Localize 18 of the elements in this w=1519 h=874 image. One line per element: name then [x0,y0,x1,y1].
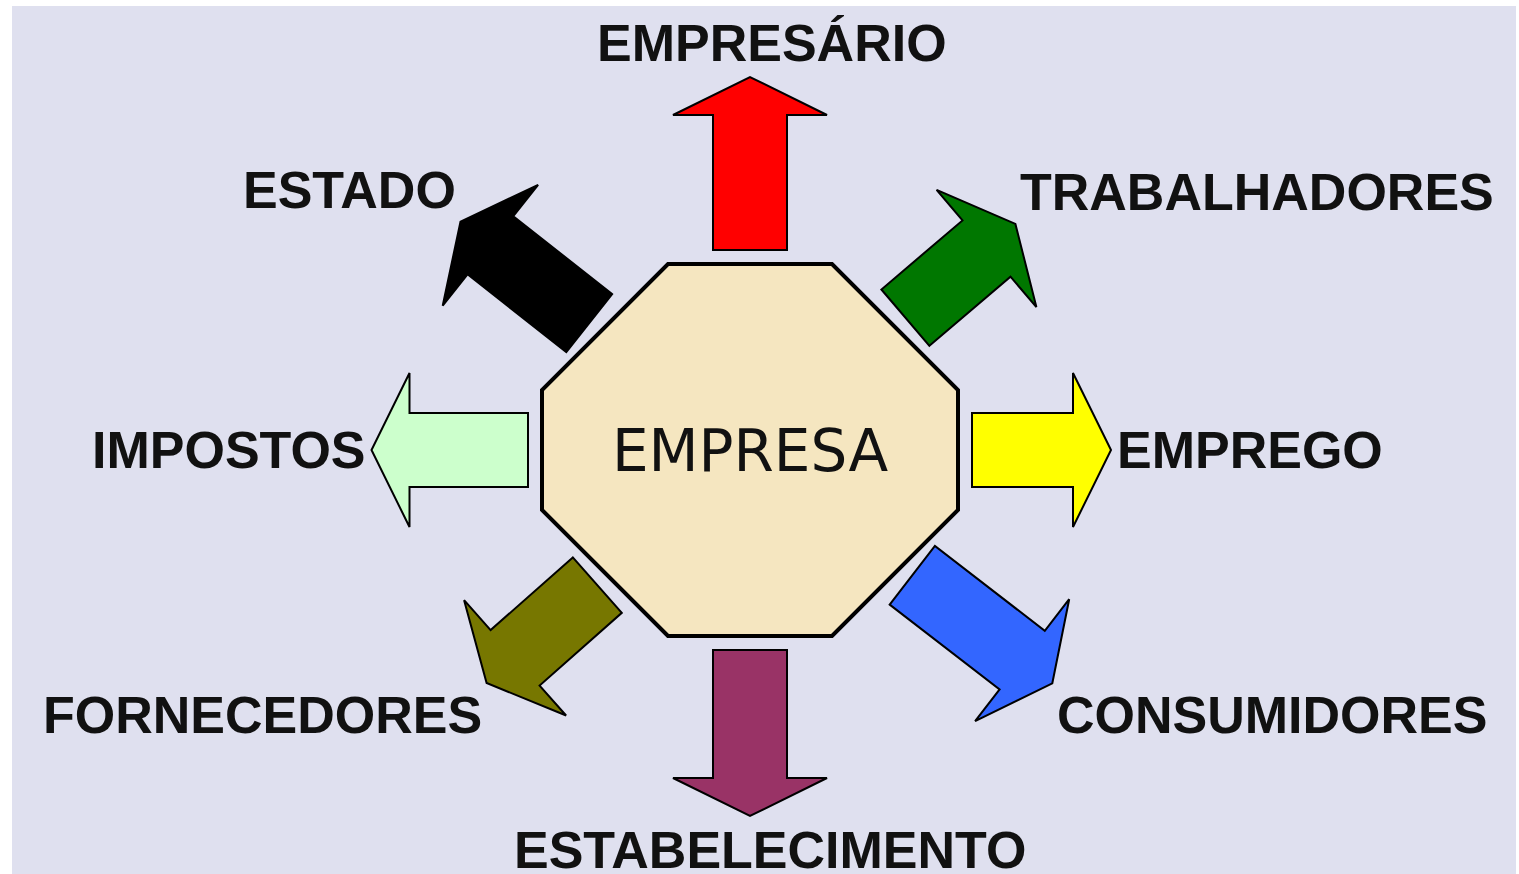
block-arrow [672,649,828,818]
node-label: TRABALHADORES [1020,164,1494,220]
block-arrow [672,75,828,251]
node-label: FORNECEDORES [43,687,483,743]
block-arrow [441,183,614,354]
block-arrow [370,372,529,528]
node-label: ESTADO [243,162,456,218]
octagon-node [540,262,960,638]
node-label: ESTABELECIMENTO [514,822,1027,874]
block-arrow [888,544,1071,723]
node-label: EMPRESA [610,420,890,482]
block-arrow [463,556,624,717]
block-arrow [880,188,1038,348]
node-label: CONSUMIDORES [1057,687,1488,743]
block-arrow [971,372,1113,528]
node-label: EMPREGO [1117,422,1383,478]
node-label: IMPOSTOS [92,422,366,478]
node-label: EMPRESÁRIO [597,15,947,71]
